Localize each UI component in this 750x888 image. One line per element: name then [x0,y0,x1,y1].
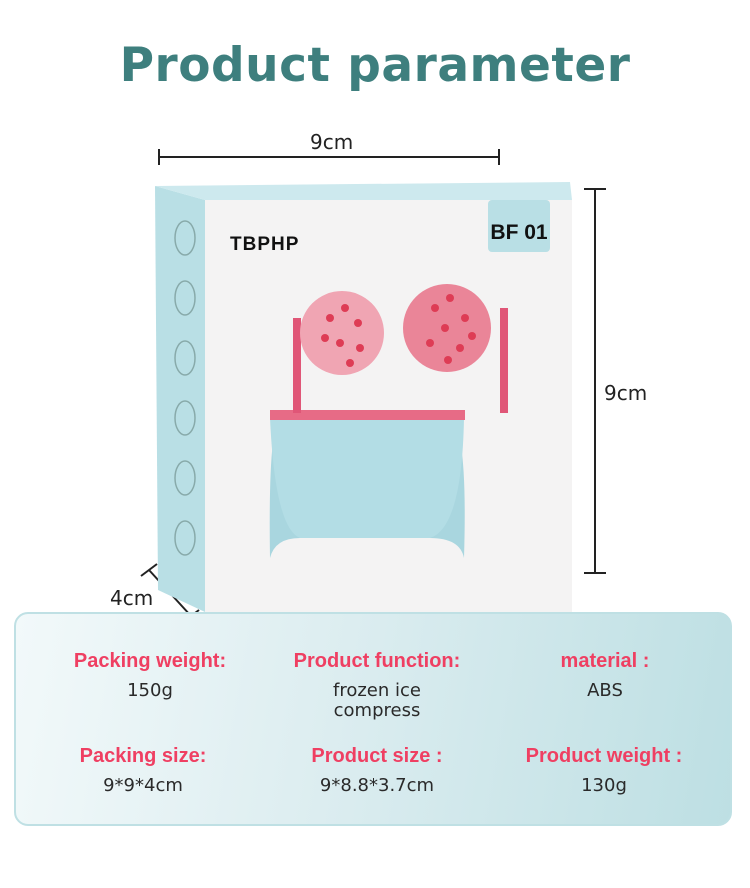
param-value: 9*9*4cm [103,775,183,796]
param-material: material : ABS [485,650,725,701]
param-label: Product size : [311,745,443,767]
height-dimension-label: 9cm [604,381,648,405]
depth-dimension-label: 4cm [110,586,154,610]
param-packing-size: Packing size: 9*9*4cm [23,745,263,796]
parameter-panel [14,612,732,826]
width-dimension-label: 9cm [310,130,354,154]
param-product-function: Product function: frozen ice compress [257,650,497,721]
param-label: Packing size: [79,745,207,767]
param-value: 150g [127,680,173,701]
height-tick [584,188,606,190]
param-value: frozen ice compress [333,680,421,721]
param-product-weight: Product weight : 130g [484,745,724,796]
param-label: material : [560,650,650,672]
width-tick [498,149,500,165]
height-dimension-line [594,188,596,574]
param-product-size: Product size : 9*8.8*3.7cm [257,745,497,796]
width-dimension-line [158,156,500,158]
brand-logo: TBPHP [230,234,299,255]
param-label: Product function: [293,650,461,672]
param-packing-weight: Packing weight: 150g [30,650,270,701]
model-label: BF 01 [490,221,548,244]
param-value: 9*8.8*3.7cm [319,775,435,796]
param-value: ABS [587,680,623,701]
product-box-image: BF 01 TBPHP [155,182,572,612]
width-tick [158,149,160,165]
height-tick [584,572,606,574]
page-title: Product parameter [119,38,631,93]
param-label: Packing weight: [73,650,227,672]
param-label: Product weight : [525,745,683,767]
param-value: 130g [581,775,627,796]
